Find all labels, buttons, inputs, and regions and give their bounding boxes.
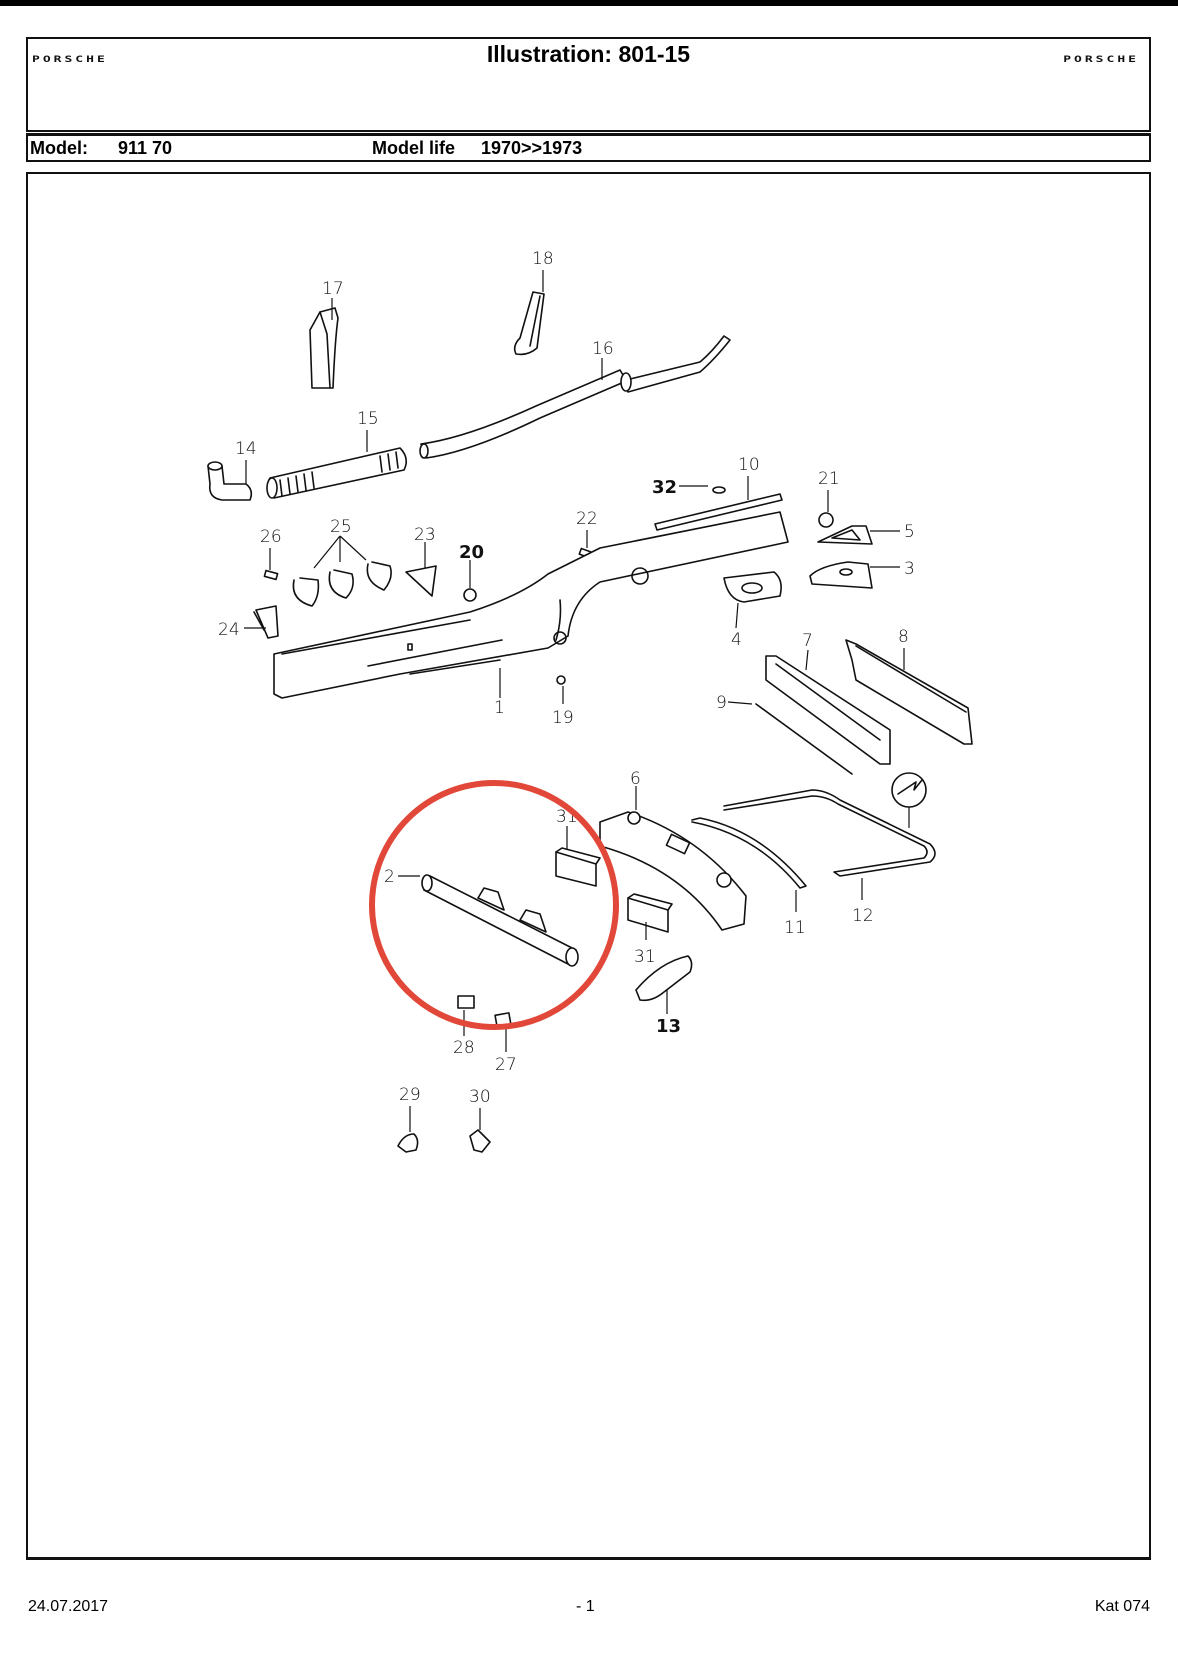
callout-22: 22 [576, 509, 598, 529]
part-30-clip-icon[interactable] [469, 1129, 491, 1153]
footer-catalog: Kat 074 [1094, 1598, 1150, 1615]
arrow-icon [897, 779, 923, 795]
callout-4: 4 [731, 630, 742, 650]
callout-18: 18 [532, 249, 554, 269]
callout-25: 25 [330, 517, 352, 537]
part-26-bolt-icon[interactable] [263, 569, 279, 581]
part-20-plug-icon[interactable] [463, 588, 477, 602]
part-8-frame-icon[interactable] [845, 639, 973, 745]
porsche-logo-right: PORSCHE [1063, 55, 1139, 65]
detail-arrow-symbol-icon [891, 772, 927, 808]
porsche-logo-left: PORSCHE [32, 55, 108, 65]
callout-24: 24 [218, 620, 240, 640]
part-3-mount-plate-icon[interactable] [809, 561, 873, 589]
model-info-bar: Model: 911 70 Model life 1970>>1973 [26, 133, 1151, 162]
part-11-strip-icon[interactable] [691, 817, 807, 889]
part-21-plug-icon[interactable] [818, 512, 834, 528]
part-29-clip-icon[interactable] [397, 1133, 419, 1153]
part-31-block-lower-icon[interactable] [627, 893, 673, 933]
callout-11: 11 [784, 918, 806, 938]
part-2-torsion-tube-icon[interactable] [421, 874, 579, 967]
part-16-heater-tube-icon[interactable] [419, 335, 731, 459]
callout-12: 12 [852, 906, 874, 926]
part-9-rod-icon[interactable] [755, 703, 853, 775]
part-15-corrugated-hose-icon[interactable] [266, 447, 408, 499]
part-13-bracket-icon[interactable] [635, 955, 693, 1002]
callout-19: 19 [552, 708, 574, 728]
callout-29: 29 [399, 1085, 421, 1105]
part-31-block-upper-icon[interactable] [555, 847, 601, 887]
part-32-clip-nut-icon[interactable] [712, 486, 726, 494]
callout-10: 10 [738, 455, 760, 475]
callout-1: 1 [494, 698, 505, 718]
callout-28: 28 [453, 1038, 475, 1058]
part-4-support-cup-icon[interactable] [723, 571, 782, 603]
part-25-clamp-icon[interactable] [292, 561, 392, 607]
callout-20: 20 [459, 542, 484, 563]
callout-17: 17 [322, 279, 344, 299]
part-7-panel-icon[interactable] [765, 655, 891, 765]
part-10-seal-strip-icon[interactable] [654, 493, 783, 531]
part-24-bracket-icon[interactable] [253, 605, 279, 639]
callout-3: 3 [904, 559, 915, 579]
part-12-seal-icon[interactable] [723, 789, 936, 877]
top-border-bar [0, 0, 1178, 6]
model-value: 911 70 [118, 138, 173, 158]
callout-26: 26 [260, 527, 282, 547]
footer-date: 24.07.2017 [28, 1598, 109, 1615]
page-header: PORSCHE Illustration: 801-15 PORSCHE [26, 37, 1151, 132]
part-1-longitudinal-member-icon[interactable] [273, 511, 789, 699]
callout-8: 8 [898, 627, 909, 647]
footer-page-number: - 1 [576, 1598, 595, 1615]
part-14-elbow-hose-icon[interactable] [207, 461, 253, 501]
part-19-grommet-icon[interactable] [556, 675, 566, 685]
parts-diagram: 18 17 16 15 14 32 10 21 [26, 172, 1151, 1560]
part-23-bracket-icon[interactable] [405, 565, 437, 597]
highlight-circle-annotation [369, 780, 619, 1030]
part-6-crossmember-icon[interactable] [599, 811, 747, 931]
model-life-label: Model life [372, 138, 456, 158]
callout-7: 7 [802, 631, 813, 651]
callout-30: 30 [469, 1087, 491, 1107]
callout-27: 27 [495, 1055, 517, 1075]
callout-13: 13 [656, 1016, 681, 1037]
callout-9: 9 [716, 693, 727, 713]
callout-6: 6 [630, 769, 641, 789]
part-28-clip-icon[interactable] [457, 995, 475, 1009]
model-life-value: 1970>>1973 [481, 138, 583, 158]
callout-16: 16 [592, 339, 614, 359]
callout-32: 32 [652, 477, 677, 498]
callout-23: 23 [414, 525, 436, 545]
callout-5: 5 [904, 522, 915, 542]
callout-14: 14 [235, 439, 257, 459]
part-5-gusset-plate-icon[interactable] [817, 525, 873, 545]
model-label: Model: [30, 138, 88, 158]
callout-21: 21 [818, 469, 840, 489]
illustration-title: Illustration: 801-15 [486, 41, 691, 67]
callout-15: 15 [357, 409, 379, 429]
callout-31-lower: 31 [634, 947, 656, 967]
part-17-bracket-icon[interactable] [309, 307, 339, 389]
callout-2: 2 [384, 867, 395, 887]
part-18-grommet-icon[interactable] [513, 291, 545, 356]
